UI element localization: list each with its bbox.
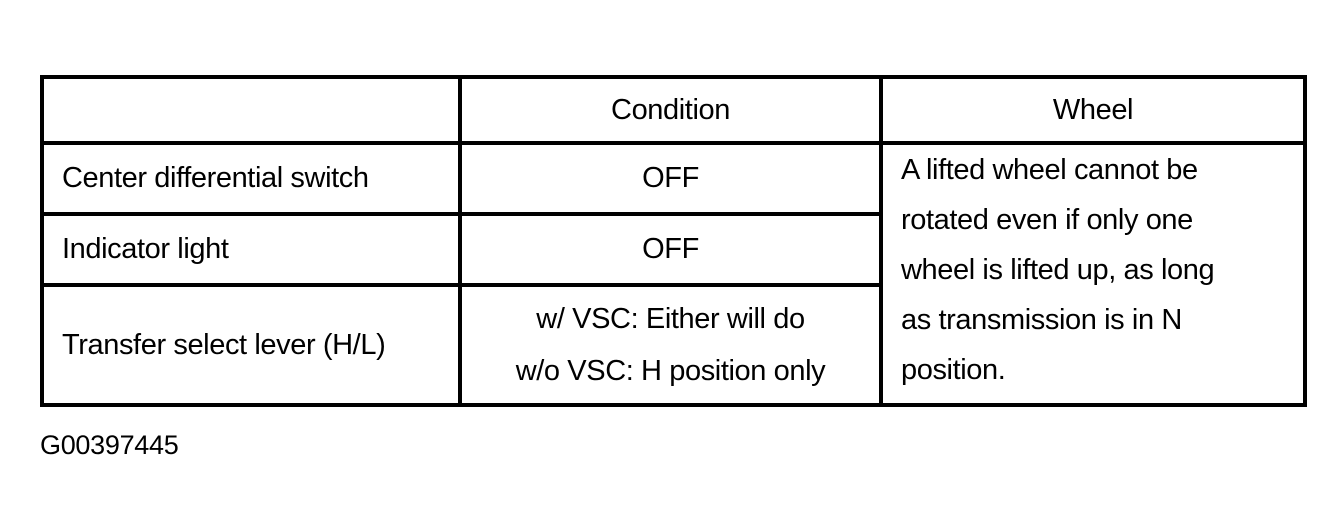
header-row: Condition Wheel xyxy=(40,75,1307,145)
condition-value: w/ VSC: Either will do w/o VSC: H positi… xyxy=(458,283,883,407)
wheel-note-line: as transmission is in N xyxy=(901,304,1182,336)
figure-code: G00397445 xyxy=(40,430,179,460)
wheel-note-line: A lifted wheel cannot be xyxy=(901,154,1198,186)
table-row: Indicator light OFF xyxy=(40,212,1305,287)
table-row: Center differential switch OFF A lifted … xyxy=(40,141,1307,407)
wheel-note-line: wheel is lifted up, as long xyxy=(901,254,1215,286)
wheel-note: A lifted wheel cannot be rotated even if… xyxy=(879,141,1307,407)
row-label-center-differential-switch: Center differential switch xyxy=(40,141,462,216)
col-header-wheel: Wheel xyxy=(879,75,1307,145)
wheel-note-line: rotated even if only one xyxy=(901,204,1193,236)
row-label-transfer-select-lever: Transfer select lever (H/L) xyxy=(40,283,462,407)
col-header-condition: Condition xyxy=(458,75,883,145)
condition-line: w/ VSC: Either will do xyxy=(536,303,805,335)
condition-value: OFF xyxy=(458,141,883,216)
condition-value: OFF xyxy=(458,212,883,287)
wheel-note-line: position. xyxy=(901,354,1006,386)
row-label-indicator-light: Indicator light xyxy=(40,212,462,287)
condition-line: w/o VSC: H position only xyxy=(515,355,826,387)
spec-table: Condition Wheel Center differential swit… xyxy=(40,75,1307,407)
table-row: Transfer select lever (H/L) w/ VSC: Eith… xyxy=(40,283,1305,407)
col-header-blank xyxy=(40,75,462,145)
